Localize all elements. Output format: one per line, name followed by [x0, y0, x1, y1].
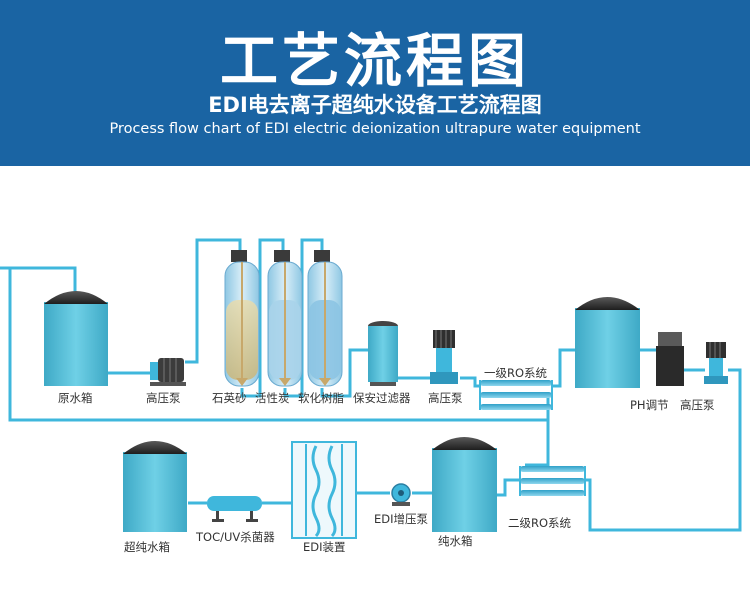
pipe-pump2-to-ro1 — [460, 376, 480, 388]
pipe-softener-to-filter — [320, 348, 368, 398]
pipe-down-ro2 — [525, 420, 550, 467]
high-pressure-pump-2 — [430, 330, 458, 384]
label-raw-tank: 原水箱 — [58, 391, 93, 405]
pipe-ro2-to-pure — [497, 478, 520, 497]
label-carbon: 活性炭 — [255, 391, 290, 405]
page-title: 工艺流程图 — [219, 27, 530, 95]
intermediate-tank — [575, 297, 640, 388]
pipework — [0, 238, 742, 532]
quartz-sand-filter — [224, 250, 260, 387]
header-banner: 工艺流程图 EDI电去离子超纯水设备工艺流程图 Process flow cha… — [0, 0, 750, 166]
label-ph: PH调节 — [630, 398, 669, 412]
page-subtitle-english: Process flow chart of EDI electric deion… — [109, 121, 641, 137]
label-softener: 软化树脂 — [298, 391, 344, 405]
activated-carbon-filter — [267, 250, 303, 387]
label-ro1: 一级RO系统 — [484, 366, 548, 380]
edi-booster-pump — [391, 483, 411, 506]
pipe-pump1-to-sand — [185, 238, 242, 364]
pipe-ro1-to-tank — [552, 348, 575, 388]
label-ro2: 二级RO系统 — [508, 516, 572, 530]
ph-dosing-unit — [656, 332, 684, 386]
security-filter — [368, 321, 398, 386]
pipe-inlet — [0, 266, 77, 292]
label-uv: TOC/UV杀菌器 — [195, 530, 275, 544]
label-security-filter: 保安过滤器 — [353, 391, 411, 405]
ultrapure-water-tank — [123, 441, 187, 532]
label-sand: 石英砂 — [212, 391, 247, 405]
edi-unit — [291, 441, 357, 539]
raw-water-tank — [44, 291, 108, 386]
label-pump1: 高压泵 — [146, 391, 181, 405]
pure-water-tank — [432, 437, 497, 532]
label-ultra-tank: 超纯水箱 — [124, 540, 170, 554]
toc-uv-sterilizer — [207, 496, 262, 522]
ro1-membranes — [479, 380, 553, 410]
high-pressure-pump-1 — [150, 358, 186, 386]
ro2-membranes — [519, 466, 586, 496]
label-pump2: 高压泵 — [428, 391, 463, 405]
label-pump3: 高压泵 — [680, 398, 715, 412]
label-edi-pump: EDI增压泵 — [374, 512, 429, 526]
label-pure-tank: 纯水箱 — [438, 534, 473, 548]
page-subtitle: EDI电去离子超纯水设备工艺流程图 — [208, 93, 542, 117]
softener-resin-filter — [307, 250, 343, 387]
pipe-pump3-out — [585, 368, 742, 532]
pipe-sand-to-carbon — [240, 238, 285, 398]
high-pressure-pump-3 — [704, 342, 728, 384]
label-edi: EDI装置 — [303, 540, 346, 554]
